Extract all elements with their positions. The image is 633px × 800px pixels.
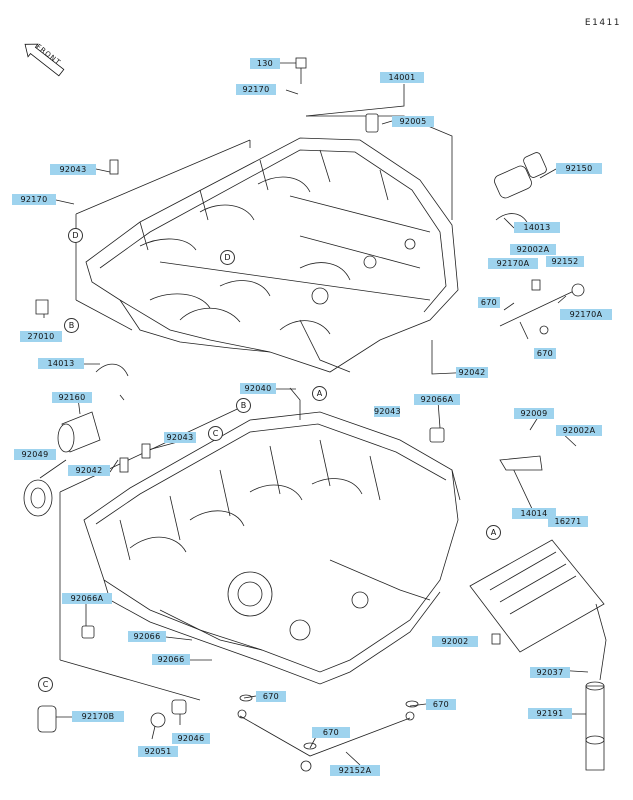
part-label-92040[interactable]: 92040 bbox=[240, 383, 276, 394]
part-label-14001[interactable]: 14001 bbox=[380, 72, 424, 83]
breather-hose bbox=[595, 603, 607, 681]
callout-b-lower: B bbox=[236, 398, 251, 413]
collar-92046 bbox=[171, 699, 187, 715]
part-label-92170a-right[interactable]: 92170A bbox=[560, 309, 612, 320]
part-label-92002a-mid[interactable]: 92002A bbox=[556, 425, 602, 436]
part-label-16271[interactable]: 16271 bbox=[548, 516, 588, 527]
hose-92191 bbox=[585, 685, 605, 771]
callout-a-upper: A bbox=[312, 386, 327, 401]
retainer-14013 bbox=[95, 363, 129, 377]
part-label-92043-mid[interactable]: 92043 bbox=[374, 406, 401, 417]
callout-c-lower: C bbox=[208, 426, 223, 441]
breather-plate-16271 bbox=[469, 539, 605, 653]
part-label-92170[interactable]: 92170 bbox=[236, 84, 276, 95]
part-label-92066[interactable]: 92066 bbox=[128, 631, 166, 642]
part-label-14013[interactable]: 14013 bbox=[514, 222, 560, 233]
part-label-92049[interactable]: 92049 bbox=[14, 449, 56, 460]
sensor-92170B bbox=[37, 705, 57, 733]
part-label-670-e[interactable]: 670 bbox=[312, 727, 350, 738]
part-label-92152a[interactable]: 92152A bbox=[330, 765, 380, 776]
part-label-92170a[interactable]: 92170A bbox=[488, 258, 538, 269]
callout-d-upper: D bbox=[220, 250, 235, 265]
part-label-670-b[interactable]: 670 bbox=[534, 348, 556, 359]
part-label-92160[interactable]: 92160 bbox=[52, 392, 92, 403]
part-label-92191[interactable]: 92191 bbox=[528, 708, 572, 719]
part-label-92043[interactable]: 92043 bbox=[50, 164, 96, 175]
nut-92051 bbox=[150, 712, 166, 728]
callout-a-plate: A bbox=[486, 525, 501, 540]
oil-seal-92049 bbox=[23, 479, 53, 517]
part-label-92037[interactable]: 92037 bbox=[530, 667, 570, 678]
part-label-130[interactable]: 130 bbox=[250, 58, 280, 69]
bolt-92002 bbox=[491, 633, 501, 645]
part-label-92066-b[interactable]: 92066 bbox=[152, 654, 190, 665]
part-label-14014[interactable]: 14014 bbox=[512, 508, 556, 519]
part-label-670[interactable]: 670 bbox=[478, 297, 500, 308]
dowel-92005 bbox=[365, 113, 379, 133]
part-label-92170-left[interactable]: 92170 bbox=[12, 194, 56, 205]
washer-670 bbox=[539, 325, 549, 335]
part-label-92042[interactable]: 92042 bbox=[456, 367, 488, 378]
part-label-92046[interactable]: 92046 bbox=[172, 733, 210, 744]
callout-c-sensor: C bbox=[38, 677, 53, 692]
part-label-92002a[interactable]: 92002A bbox=[510, 244, 556, 255]
part-label-92170b[interactable]: 92170B bbox=[72, 711, 124, 722]
front-arrow-icon bbox=[24, 43, 65, 77]
part-label-670-c[interactable]: 670 bbox=[256, 691, 286, 702]
part-label-92150[interactable]: 92150 bbox=[556, 163, 602, 174]
part-label-27010[interactable]: 27010 bbox=[20, 331, 62, 342]
bracket-14014 bbox=[499, 455, 543, 471]
part-label-92066a-left[interactable]: 92066A bbox=[62, 593, 112, 604]
oil-pressure-switch-92150 bbox=[494, 152, 547, 199]
part-label-14013-left[interactable]: 14013 bbox=[38, 358, 84, 369]
part-label-92009[interactable]: 92009 bbox=[514, 408, 554, 419]
part-label-92002[interactable]: 92002 bbox=[432, 636, 478, 647]
callout-b-left: B bbox=[64, 318, 79, 333]
oil-line-92152 bbox=[499, 289, 577, 327]
callout-d-left: D bbox=[68, 228, 83, 243]
part-label-670-d[interactable]: 670 bbox=[426, 699, 456, 710]
bolt-130 bbox=[295, 57, 307, 84]
oil-pipe-92152A bbox=[239, 715, 411, 757]
upper-crankcase bbox=[85, 137, 459, 373]
part-label-92152[interactable]: 92152 bbox=[546, 256, 584, 267]
part-label-92051[interactable]: 92051 bbox=[138, 746, 178, 757]
part-label-92043-left2[interactable]: 92043 bbox=[164, 432, 196, 443]
part-label-92066a[interactable]: 92066A bbox=[414, 394, 460, 405]
figure-code: E1411 bbox=[584, 18, 621, 28]
part-label-92005[interactable]: 92005 bbox=[392, 116, 434, 127]
lower-crankcase bbox=[83, 411, 459, 673]
part-label-92042-left[interactable]: 92042 bbox=[68, 465, 110, 476]
